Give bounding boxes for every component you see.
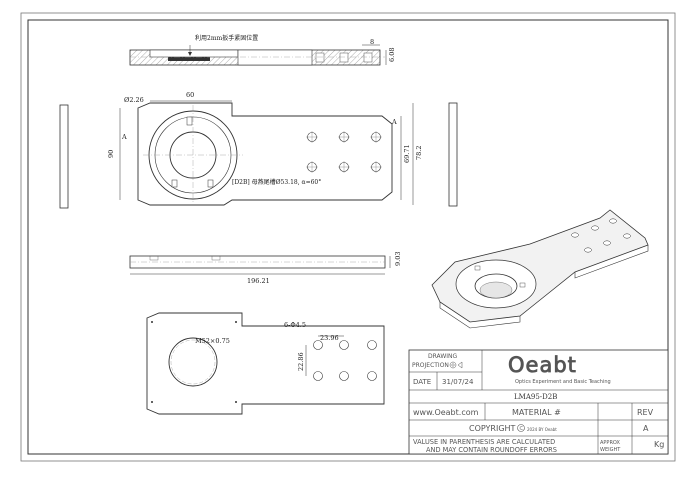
part-number: LMA95-D2B: [514, 393, 557, 401]
front-view: 60 Ø2.26 90 A A 69.71 78.2 [D2B] 母燕尾槽Ø53…: [107, 91, 423, 206]
note-line-2: AND MAY CONTAIN ROUNDOFF ERRORS: [426, 446, 557, 454]
date-value: 31/07/24: [442, 378, 474, 386]
section-a-right: A: [391, 118, 397, 126]
title-block: DRAWING PROJECTION DATE 31/07/24 Oeabt O…: [408, 349, 669, 455]
rev-label: REV: [637, 408, 654, 417]
pitch-y-dim: 22.86: [297, 352, 305, 371]
sheet-frame: [20, 12, 676, 462]
isometric-view: [431, 209, 649, 329]
dovetail-note: [D2B] 母燕尾槽Ø53.18, α=60°: [232, 178, 321, 186]
height-78-dim: 78.2: [415, 146, 423, 160]
right-section-bar: [448, 102, 458, 207]
holes-dim: 6-Φ4.5: [284, 321, 306, 329]
width-60-dim: 60: [186, 91, 194, 99]
thickness-dim: 9.03: [394, 252, 402, 266]
bore-thread-dim: M52×0.75: [195, 337, 230, 345]
material-label: MATERIAL #: [512, 408, 561, 417]
pitch-x-dim: 23.96: [320, 334, 339, 342]
height-90-dim: 90: [107, 150, 115, 158]
date-label: DATE: [413, 378, 431, 386]
copyright-icon: [517, 424, 525, 432]
side-view: 196.21 9.03: [129, 252, 402, 285]
logo-tagline: Optics Experiment and Basic Teaching: [515, 379, 611, 385]
projection-label: PROJECTION: [412, 362, 449, 369]
height-69-dim: 69.71: [403, 144, 411, 163]
wrench-note: 利用2mm扳手紧固位置: [195, 34, 258, 42]
slot-width-dim: 8: [370, 38, 374, 46]
top-view: 利用2mm扳手紧固位置 8 6.08: [129, 34, 396, 66]
website: www.Oeabt.com: [413, 408, 479, 417]
left-section-bar: [59, 104, 69, 209]
weight-unit: Kg: [654, 440, 664, 449]
weight-label: WEIGHT: [600, 447, 621, 453]
top-height-dim: 6.08: [388, 48, 396, 62]
rev-value: A: [643, 424, 649, 433]
note-line-1: VALUSE IN PARENTHESIS ARE CALCULATED: [413, 438, 555, 446]
section-a-left: A: [121, 133, 127, 141]
copyright-label: COPYRIGHT: [469, 424, 516, 433]
projection-symbol-icon: [449, 361, 463, 369]
company-logo: Oeabt: [508, 353, 577, 377]
approx-label: APPROX: [600, 440, 621, 446]
back-view: M52×0.75 6-Φ4.5 23.96 22.86: [146, 312, 385, 415]
corner-radius-dim: Ø2.26: [124, 96, 144, 104]
length-dim: 196.21: [247, 277, 270, 285]
drawing-label: DRAWING: [428, 353, 458, 360]
copyright-small: 2024 BY Oeabt: [527, 427, 557, 432]
